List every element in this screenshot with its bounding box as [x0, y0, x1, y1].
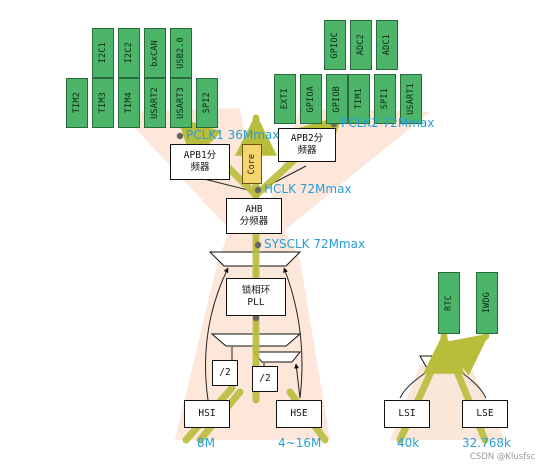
periph-usart2: USART2	[144, 78, 166, 128]
periph-usart3: USART3	[170, 78, 192, 128]
periph-i2c1: I2C1	[92, 28, 114, 78]
hse-mux	[252, 351, 302, 363]
periph-tim2: TIM2	[66, 78, 88, 128]
pll-block: 锁相环 PLL	[226, 278, 286, 316]
lse-oscillator: LSE	[462, 400, 508, 428]
periph-spi2: SPI2	[196, 78, 218, 128]
sysclk-label: SYSCLK 72Mmax	[264, 237, 366, 251]
core-block: Core	[242, 144, 262, 184]
hclk-label: HCLK 72Mmax	[264, 182, 352, 196]
periph-gpioa: GPIOA	[300, 74, 322, 124]
hse-oscillator: HSE	[276, 400, 322, 428]
hsi-div2: /2	[212, 360, 238, 386]
ahb-prescaler: AHB 分频器	[226, 198, 282, 234]
hsi-freq: 8M	[197, 436, 215, 450]
periph-usart1: USART1	[400, 74, 422, 124]
lsi-freq: 40k	[397, 436, 420, 450]
hsi-oscillator: HSI	[184, 400, 230, 428]
lsi-oscillator: LSI	[384, 400, 430, 428]
pclk2-label: PCLK2 72Mmax	[341, 116, 435, 130]
periph-gpiob: GPIOB	[326, 74, 348, 124]
apb1-prescaler: APB1分 频器	[170, 144, 230, 180]
periph-tim3: TIM3	[92, 78, 114, 128]
hse-div2: /2	[252, 366, 278, 392]
periph-iwdg: IWDG	[476, 272, 498, 334]
apb2-prescaler: APB2分 频器	[278, 128, 336, 162]
periph-adc1: ADC1	[376, 20, 398, 70]
watermark: CSDN @Klusfsc	[470, 452, 536, 462]
periph-rtc: RTC	[438, 272, 460, 334]
periph-adc2: ADC2	[350, 20, 372, 70]
periph-gpioc: GPIOC	[324, 20, 346, 70]
lse-freq: 32.768k	[462, 436, 511, 450]
periph-tim1: TIM1	[348, 74, 370, 124]
periph-bxcan: bxCAN	[144, 28, 166, 78]
periph-tim4: TIM4	[118, 78, 140, 128]
hse-freq: 4~16M	[278, 436, 322, 450]
periph-i2c2: I2C2	[118, 28, 140, 78]
pclk1-label: PCLK1 36Mmax	[186, 128, 280, 142]
periph-exti: EXTI	[274, 74, 296, 124]
periph-usb2: USB2.0	[170, 28, 192, 78]
periph-spi1: SPI1	[374, 74, 396, 124]
